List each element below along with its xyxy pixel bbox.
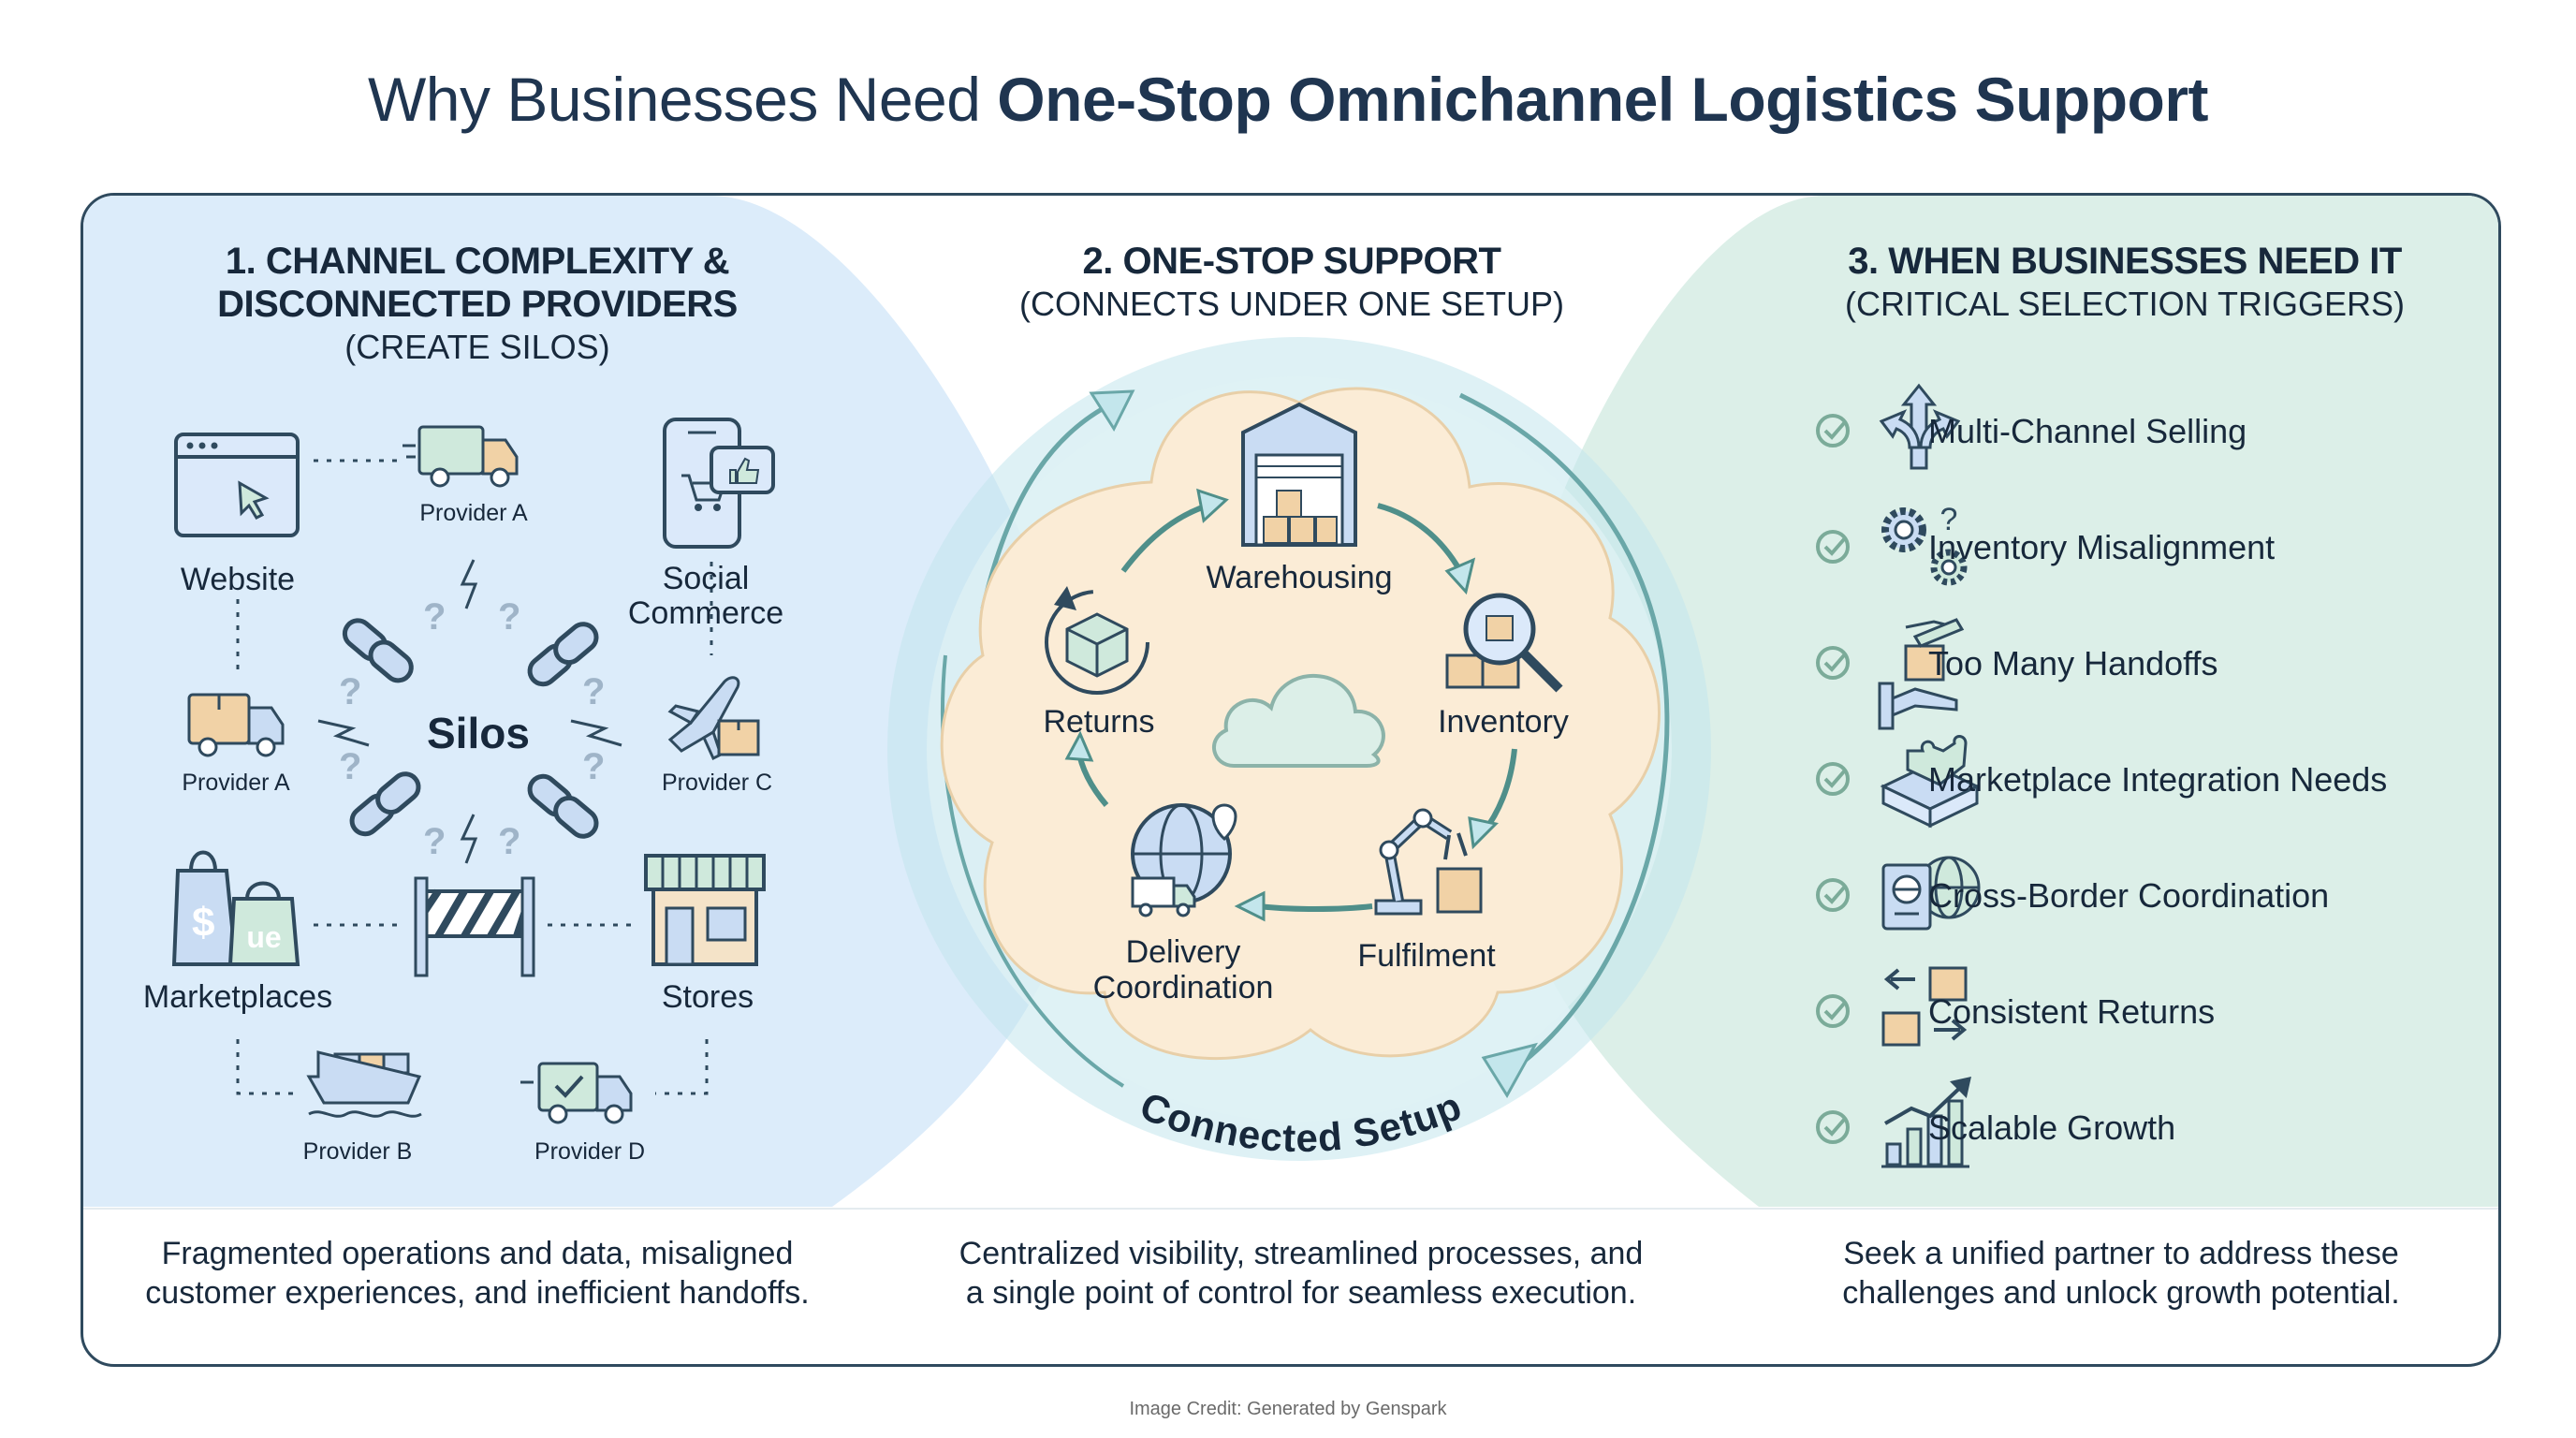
panel-backgrounds — [83, 196, 2498, 1210]
puzzle-icon — [1880, 735, 1981, 829]
ring-arrow-head-top — [1089, 389, 1135, 433]
section3-heading: 3. WHEN BUSINESSES NEED IT (CRITICAL SEL… — [1844, 241, 2406, 323]
svg-text:?: ? — [582, 746, 605, 787]
silo-dotted-connectors — [236, 459, 713, 1095]
silos-label: Silos — [427, 709, 530, 757]
step-warehousing-label: Warehousing — [1206, 560, 1393, 595]
channel-website-label: Website — [180, 562, 296, 597]
trigger-too-many-handoffs: Too Many Handoffs — [1928, 644, 2218, 682]
lightning-bolt-icon — [317, 559, 622, 864]
svg-text:?: ? — [423, 821, 446, 862]
right-panel-bg — [1498, 196, 2498, 1207]
delivery-globe-icon — [1131, 803, 1237, 917]
section2-footer: Centralized visibility, streamlined proc… — [959, 1236, 1644, 1311]
trigger-cross-border-coordination: Cross-Border Coordination — [1928, 876, 2330, 915]
store-front-icon — [644, 854, 766, 966]
svg-text:?: ? — [498, 596, 520, 638]
section1-footer: Fragmented operations and data, misalign… — [145, 1236, 810, 1311]
marketplace-bag-text: ue — [246, 920, 281, 954]
provider-a-truck-icon — [402, 425, 519, 488]
road-barrier-icon — [414, 876, 535, 977]
passport-globe-icon — [1881, 856, 1981, 931]
warehouse-icon — [1241, 402, 1357, 547]
ring-arrow-head-right — [1481, 1042, 1539, 1098]
social-commerce-phone-icon — [663, 418, 775, 549]
growth-chart-icon — [1881, 1077, 1971, 1168]
section2-heading: 2. ONE-STOP SUPPORT (CONNECTS UNDER ONE … — [1018, 241, 1565, 323]
provider-d-label: Provider D — [534, 1138, 646, 1165]
robotic-arm-icon — [1374, 808, 1483, 916]
small-cloud-icon — [1212, 674, 1385, 768]
left-panel-bg — [83, 196, 1085, 1207]
ring-arrow-right — [1458, 392, 1670, 1069]
svg-text:?: ? — [339, 746, 361, 787]
step-inventory-label: Inventory — [1438, 704, 1569, 740]
marketplace-bags-icon: $ ue — [171, 850, 300, 966]
svg-text:?: ? — [498, 821, 520, 862]
svg-text:?: ? — [339, 671, 361, 712]
hand-box-icon — [1878, 618, 1965, 730]
inventory-magnifier-icon — [1445, 593, 1563, 693]
provider-a-left-truck-icon — [187, 693, 285, 757]
split-arrows-icon — [1879, 383, 1961, 470]
trigger-consistent-returns: Consistent Returns — [1928, 992, 2216, 1031]
box-swap-icon — [1881, 966, 1968, 1047]
provider-c-plane-icon — [667, 676, 760, 761]
trigger-scalable-growth: Scalable Growth — [1928, 1108, 2176, 1147]
svg-text:$: $ — [192, 900, 214, 946]
cycle-arrow-heads — [1064, 488, 1500, 922]
broken-chains-icon — [342, 618, 599, 839]
provider-c-label: Provider C — [661, 770, 773, 796]
provider-d-truck-icon — [520, 1062, 633, 1124]
question-marks-icon: ?? ?? ?? ?? — [339, 596, 605, 862]
svg-text:?: ? — [1940, 502, 1958, 537]
page-title: Why Businesses Need One-Stop Omnichannel… — [367, 65, 2209, 134]
section1-heading: 1. CHANNEL COMPLEXITY & DISCONNECTED PRO… — [217, 241, 738, 366]
provider-a-left-label: Provider A — [182, 770, 290, 796]
trigger-marketplace-integration: Marketplace Integration Needs — [1928, 760, 2388, 799]
check-circle-icons — [1816, 414, 1850, 1144]
channel-stores-label: Stores — [661, 979, 754, 1015]
ring-arrow-top — [980, 400, 1116, 609]
svg-text:?: ? — [423, 596, 446, 638]
website-browser-icon — [174, 433, 300, 537]
image-credit: Image Credit: Generated by Genspark — [1129, 1399, 1447, 1419]
provider-a-top-label: Provider A — [419, 500, 528, 526]
step-returns-label: Returns — [1043, 704, 1155, 740]
provider-b-label: Provider B — [302, 1138, 413, 1165]
trigger-inventory-misalignment: Inventory Misalignment — [1928, 528, 2276, 566]
step-fulfilment-label: Fulfilment — [1357, 938, 1496, 974]
provider-b-ship-icon — [306, 1050, 422, 1118]
channel-marketplaces-label: Marketplaces — [142, 979, 333, 1015]
returns-box-icon — [1045, 586, 1149, 695]
trigger-multi-channel-selling: Multi-Channel Selling — [1928, 412, 2247, 450]
gears-question-icon: ? — [1881, 502, 1968, 586]
svg-text:?: ? — [582, 671, 605, 712]
infographic-frame — [80, 193, 2501, 1367]
